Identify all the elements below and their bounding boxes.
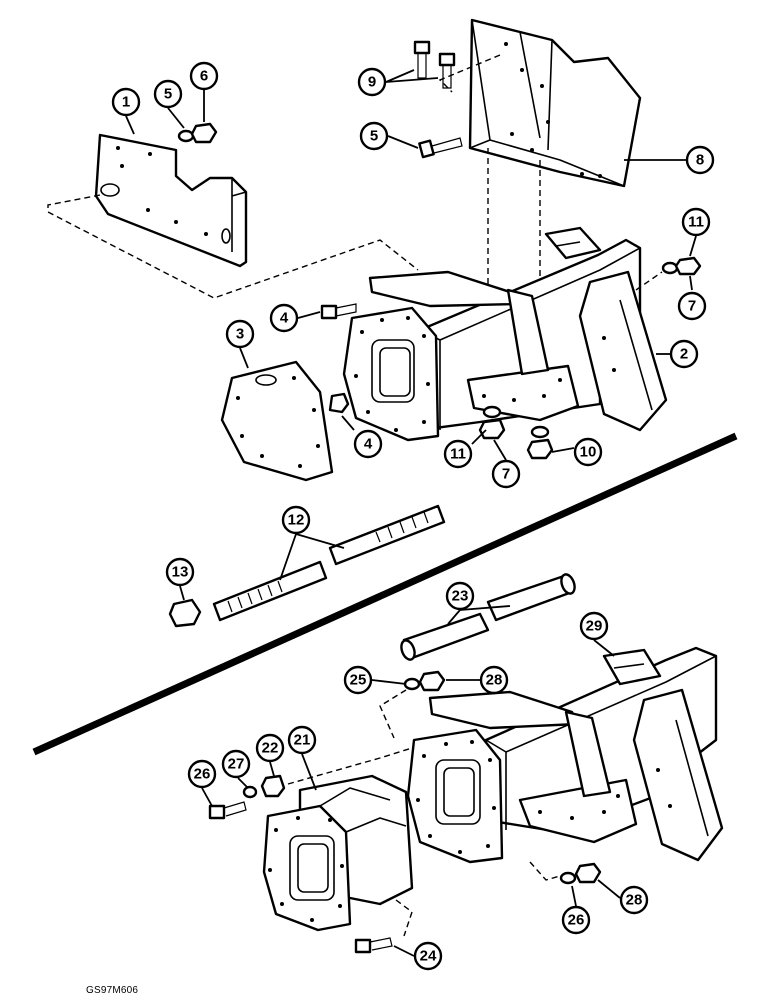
section-divider (32, 432, 738, 756)
callout-7-right: 7 (677, 291, 707, 321)
callout-10: 10 (573, 437, 603, 467)
washer-part-10 (530, 425, 550, 439)
svg-text:2: 2 (680, 346, 688, 363)
svg-text:7: 7 (502, 466, 510, 483)
callout-9: 9 (357, 67, 387, 97)
svg-text:10: 10 (580, 444, 597, 461)
svg-text:26: 26 (194, 766, 211, 783)
svg-text:11: 11 (450, 446, 466, 463)
callout-11-lower: 11 (443, 439, 473, 469)
svg-text:4: 4 (280, 310, 289, 327)
callout-24: 24 (413, 941, 443, 971)
callout-25: 26 (187, 759, 217, 789)
callout-8: 8 (685, 145, 715, 175)
svg-text:27: 27 (228, 756, 245, 773)
svg-text:5: 5 (370, 128, 378, 145)
nut-part-28-lower (574, 862, 602, 884)
callout-26-lower: 26 (561, 905, 591, 935)
callout-29: 29 (579, 611, 609, 641)
callout-numbers: 1 5 6 9 5 8 11 7 2 4 3 4 11 7 10 12 13 2… (111, 61, 715, 971)
callout-1: 2 (669, 339, 699, 369)
svg-text:22: 22 (262, 740, 279, 757)
callout-5-upper: 5 (359, 121, 389, 151)
svg-text:26: 26 (568, 912, 585, 929)
svg-text:11: 11 (688, 214, 704, 231)
svg-text:24: 24 (420, 948, 437, 965)
adapter-housing-part-21 (262, 774, 414, 932)
nut-part-7-lower-right (526, 438, 554, 460)
svg-text:5: 5 (164, 86, 172, 103)
svg-text:23: 23 (452, 588, 469, 605)
svg-text:25: 25 (350, 672, 367, 689)
callout-27: 27 (221, 749, 251, 779)
callout-12: 12 (281, 505, 311, 535)
callout-2: 3 (225, 319, 255, 349)
washer-part-6 (177, 129, 195, 143)
bolt-part-24 (354, 937, 393, 954)
mounting-plate-part-8 (468, 18, 642, 188)
callout-3: 4 (353, 429, 383, 459)
callout-11-right: 11 (681, 207, 711, 237)
gasket-plate-part-2 (220, 360, 334, 482)
svg-text:6: 6 (200, 68, 208, 85)
dowel-part-22 (260, 774, 286, 798)
figure-reference-code: GS97M606 (86, 985, 139, 996)
svg-text:9: 9 (368, 74, 376, 91)
callout-6: 5 (153, 79, 183, 109)
svg-text:3: 3 (236, 326, 244, 343)
svg-text:13: 13 (172, 564, 189, 581)
svg-text:4: 4 (364, 436, 373, 453)
bolt-part-9 (413, 40, 456, 89)
svg-text:21: 21 (294, 732, 311, 749)
svg-text:8: 8 (696, 152, 704, 169)
callout-28-lower: 28 (619, 885, 649, 915)
nut-part-7-lower (478, 418, 506, 440)
stud-part-12 (212, 504, 446, 622)
svg-text:28: 28 (486, 672, 503, 689)
nut-part-7 (190, 122, 218, 144)
callout-22: 22 (255, 733, 285, 763)
washer-part-11-lower (482, 405, 502, 419)
callout-7-lower: 7 (491, 459, 521, 489)
nut-part-7-right (674, 256, 702, 276)
axle-housing-part-29 (406, 646, 724, 864)
washer-part-27 (242, 785, 258, 799)
bracket-plate-part-4 (94, 133, 248, 268)
svg-text:12: 12 (288, 512, 305, 529)
washer-part-26-lower (559, 871, 577, 885)
dowel-part-3 (328, 392, 350, 414)
bolt-part-5-upper (418, 137, 463, 159)
nut-part-28-upper (418, 670, 446, 692)
callout-4: 1 (111, 87, 141, 117)
callout-7: 6 (189, 61, 219, 91)
leader-lines (125, 69, 697, 957)
callout-26-upper: 25 (343, 665, 373, 695)
callout-23: 23 (445, 581, 475, 611)
svg-text:1: 1 (122, 94, 130, 111)
callout-28-upper: 28 (479, 665, 509, 695)
callout-13: 13 (165, 557, 195, 587)
callout-5-lower: 4 (269, 303, 299, 333)
svg-text:29: 29 (586, 618, 603, 635)
washer-part-26-upper (403, 677, 421, 691)
washer-part-11-right (661, 261, 679, 275)
bolt-part-25 (208, 801, 247, 820)
callout-21: 21 (287, 725, 317, 755)
bolt-part-5-lower (320, 303, 357, 320)
axle-housing-part-1 (342, 226, 668, 442)
svg-text:7: 7 (688, 298, 696, 315)
splined-shaft-part-23 (400, 573, 576, 661)
svg-text:28: 28 (626, 892, 643, 909)
nut-part-13 (168, 598, 202, 628)
